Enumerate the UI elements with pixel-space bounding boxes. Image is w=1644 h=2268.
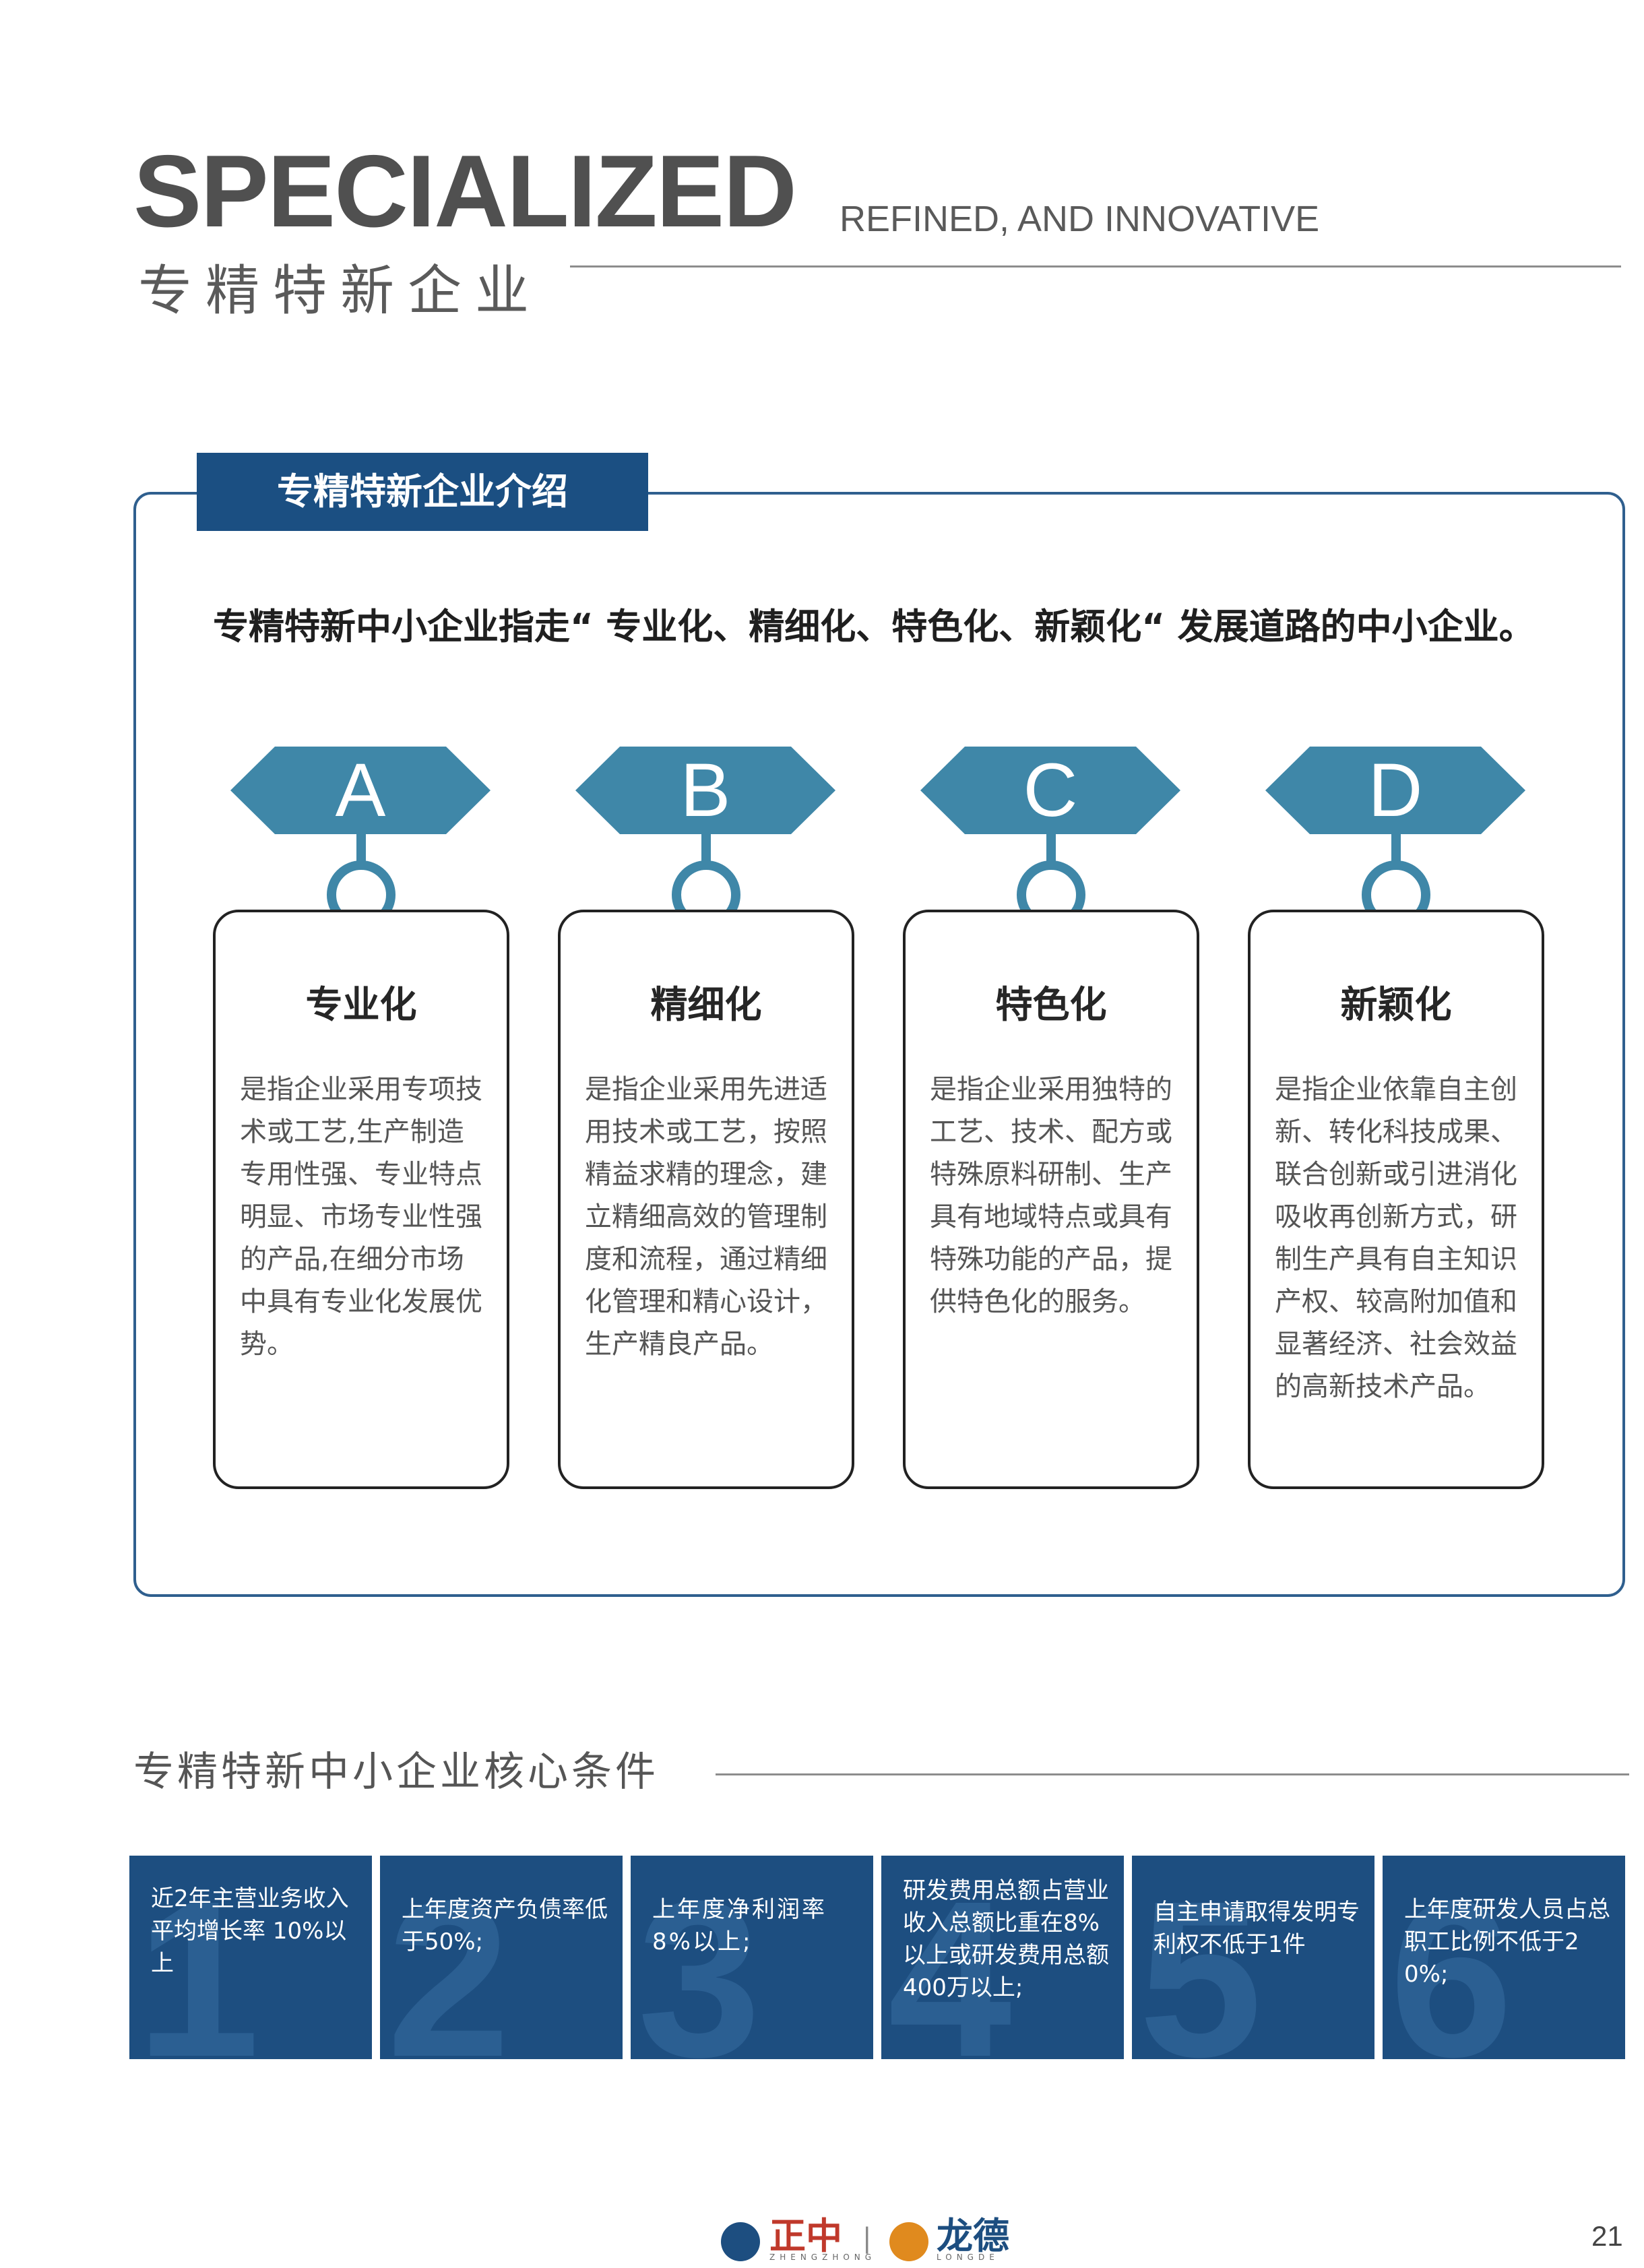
condition-card-6: 6 上年度研发人员占总职工比例不低于20%; bbox=[1383, 1856, 1625, 2059]
card-title: 特色化 bbox=[995, 983, 1107, 1026]
condition-number: 1 bbox=[136, 1856, 260, 2060]
condition-number: 5 bbox=[1139, 1856, 1263, 2060]
conditions-divider bbox=[716, 1773, 1629, 1775]
hexagon-badge-icon bbox=[1265, 747, 1525, 834]
feature-card-d: D 新颖化 是指企业依靠自主创新、转化科技成果、联合创新或引进消化吸收再创新方式… bbox=[1248, 747, 1544, 1489]
condition-card-2: 2 上年度资产负债率低于50%; bbox=[380, 1856, 623, 2059]
logo-zhengzhong: 正中 bbox=[769, 2215, 842, 2257]
condition-text: 上年度净利润率8%以上; bbox=[652, 1896, 827, 1955]
card-description: 是指企业采用独特的工艺、技术、配方或特殊原料研制、生产具有地域特点或具有特殊功能… bbox=[930, 1074, 1172, 1317]
longde-logo-icon bbox=[889, 2222, 928, 2261]
logo-zhengzhong-small: ZHENGZHONG bbox=[769, 2253, 877, 2262]
condition-card-3: 3 上年度净利润率8%以上; bbox=[631, 1856, 873, 2059]
title-divider bbox=[570, 265, 1621, 267]
condition-text: 自主申请取得发明专利权不低于1件 bbox=[1153, 1899, 1360, 1958]
logo-separator: | bbox=[862, 2223, 872, 2254]
intro-frame bbox=[133, 492, 1625, 1597]
card-body bbox=[558, 910, 854, 1489]
card-body bbox=[903, 910, 1199, 1489]
condition-number: 6 bbox=[1389, 1856, 1513, 2060]
feature-card-b: B 精细化 是指企业采用先进适用技术或工艺，按照精益求精的理念，建立精细高效的管… bbox=[558, 747, 854, 1489]
page-number: 21 bbox=[1591, 2220, 1623, 2252]
condition-card-5: 5 自主申请取得发明专利权不低于1件 bbox=[1132, 1856, 1374, 2059]
condition-number: 4 bbox=[888, 1856, 1012, 2060]
page-title: SPECIALIZED bbox=[133, 134, 797, 249]
condition-text: 上年度资产负债率低于50%; bbox=[402, 1896, 608, 1955]
hexagon-badge-icon bbox=[575, 747, 835, 834]
intro-definition: 专精特新中小企业指走“ 专业化、精细化、特色化、新颖化“ 发展道路的中小企业。 bbox=[213, 606, 1535, 648]
card-title: 专业化 bbox=[305, 983, 417, 1026]
conditions-heading: 专精特新中小企业核心条件 bbox=[133, 1749, 659, 1796]
card-description: 是指企业采用先进适用技术或工艺，按照精益求精的理念，建立精细高效的管理制度和流程… bbox=[585, 1074, 827, 1360]
condition-card-4: 4 研发费用总额占营业收入总额比重在8%以上或研发费用总额400万以上; bbox=[881, 1856, 1124, 2059]
condition-text: 上年度研发人员占总职工比例不低于20%; bbox=[1404, 1896, 1610, 1988]
hexagon-badge-icon bbox=[920, 747, 1180, 834]
condition-card-1: 1 近2年主营业务收入平均增长率 10%以上 bbox=[129, 1856, 372, 2059]
card-letter: D bbox=[1368, 748, 1423, 832]
card-title: 新颖化 bbox=[1340, 983, 1452, 1026]
intro-section-tab: 专精特新企业介绍 bbox=[197, 453, 648, 531]
card-letter: C bbox=[1023, 748, 1078, 832]
card-letter: A bbox=[335, 748, 386, 832]
footer-logos: 正中 ZHENGZHONG | 龙德 LONGDE bbox=[721, 2217, 1031, 2264]
feature-card-c: C 特色化 是指企业采用独特的工艺、技术、配方或特殊原料研制、生产具有地域特点或… bbox=[903, 747, 1199, 1489]
page-subtitle: REFINED, AND INNOVATIVE bbox=[840, 199, 1320, 239]
condition-text: 近2年主营业务收入平均增长率 10%以上 bbox=[151, 1885, 349, 1977]
hexagon-badge-icon bbox=[230, 747, 491, 834]
card-description: 是指企业采用专项技术或工艺,生产制造专用性强、专业特点明显、市场专业性强的产品,… bbox=[240, 1074, 482, 1360]
card-letter: B bbox=[680, 748, 731, 832]
feature-card-a: A 专业化 是指企业采用专项技术或工艺,生产制造专用性强、专业特点明显、市场专业… bbox=[213, 747, 509, 1489]
page-title-chinese: 专精特新企业 bbox=[138, 259, 542, 322]
zhengzhong-logo-icon bbox=[721, 2222, 760, 2261]
card-body bbox=[213, 910, 509, 1489]
card-title: 精细化 bbox=[650, 983, 762, 1026]
card-description: 是指企业依靠自主创新、转化科技成果、联合创新或引进消化吸收再创新方式，研制生产具… bbox=[1275, 1074, 1517, 1402]
condition-number: 3 bbox=[637, 1856, 761, 2060]
condition-number: 2 bbox=[387, 1856, 511, 2060]
logo-longde-small: LONGDE bbox=[937, 2253, 999, 2262]
condition-text: 研发费用总额占营业收入总额比重在8%以上或研发费用总额400万以上; bbox=[903, 1877, 1109, 2001]
logo-longde: 龙德 bbox=[937, 2215, 1009, 2257]
card-body bbox=[1248, 910, 1544, 1489]
